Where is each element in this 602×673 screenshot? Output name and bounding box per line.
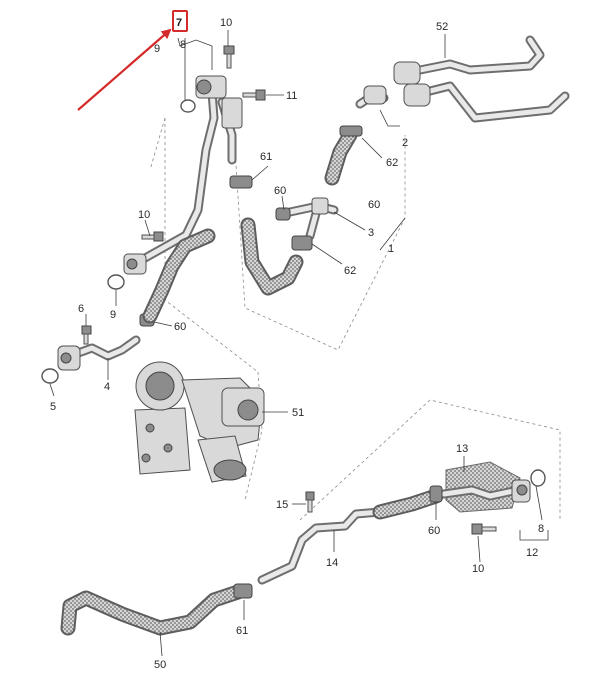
callout-62: 62 xyxy=(344,265,356,277)
callout-6: 6 xyxy=(78,303,84,315)
quick-connector-2 xyxy=(355,85,389,109)
bolt-15 xyxy=(305,491,315,513)
callout-labels: 7 8 9 10 11 52 2 62 61 60 60 3 1 62 10 9… xyxy=(50,17,544,671)
callout-8: 8 xyxy=(538,523,544,535)
callout-14: 14 xyxy=(326,557,338,569)
callout-9: 9 xyxy=(110,309,116,321)
coolant-pipe-4 xyxy=(57,335,141,371)
callout-7: 7 xyxy=(176,17,182,29)
coolant-hose-left xyxy=(142,228,216,324)
callout-10: 10 xyxy=(220,17,232,29)
t-piece-3 xyxy=(285,197,339,241)
bolt-6 xyxy=(81,325,92,345)
callout-60: 60 xyxy=(428,525,440,537)
callout-12: 12 xyxy=(526,547,538,559)
callout-62: 62 xyxy=(386,157,398,169)
callout-2: 2 xyxy=(402,137,408,149)
callout-10: 10 xyxy=(472,563,484,575)
bolt-10-lower xyxy=(471,523,497,535)
callout-1: 1 xyxy=(388,243,394,255)
highlight-box xyxy=(172,10,188,32)
seal-ring-9 xyxy=(107,274,125,290)
callout-9: 9 xyxy=(154,43,160,55)
callout-50: 50 xyxy=(154,659,166,671)
coolant-hose-upper xyxy=(324,125,363,186)
callout-51: 51 xyxy=(292,407,304,419)
pointer-arrow xyxy=(77,28,172,111)
callout-60: 60 xyxy=(368,199,380,211)
banjo-union xyxy=(195,75,243,129)
callout-10: 10 xyxy=(138,209,150,221)
coolant-hose-50 xyxy=(60,583,253,636)
callout-3: 3 xyxy=(368,227,374,239)
callout-61: 61 xyxy=(236,625,248,637)
leader-lines xyxy=(49,30,549,657)
callout-61: 61 xyxy=(260,151,272,163)
coolant-pipe-14 xyxy=(257,479,531,585)
callout-13: 13 xyxy=(456,443,468,455)
callout-60: 60 xyxy=(174,321,186,333)
heat-shield-13 xyxy=(445,461,521,513)
callout-4: 4 xyxy=(104,381,110,393)
flange-union-left xyxy=(123,253,147,275)
callout-8: 8 xyxy=(180,39,186,51)
turbocharger xyxy=(134,361,265,483)
coolant-hose-u xyxy=(240,217,304,296)
callout-15: 15 xyxy=(276,499,288,511)
callout-11: 11 xyxy=(286,90,297,102)
seal-ring-5 xyxy=(41,368,59,384)
callout-60: 60 xyxy=(274,185,286,197)
seal-ring-8 xyxy=(180,99,196,113)
callout-52: 52 xyxy=(436,21,448,33)
seal-ring-8-lower xyxy=(530,469,546,487)
coolant-return-pipe-52 xyxy=(393,35,570,123)
bolt-10-left xyxy=(141,231,164,242)
bolt-11 xyxy=(242,89,266,101)
callout-5: 5 xyxy=(50,401,56,413)
bolt-10-top xyxy=(223,45,235,69)
